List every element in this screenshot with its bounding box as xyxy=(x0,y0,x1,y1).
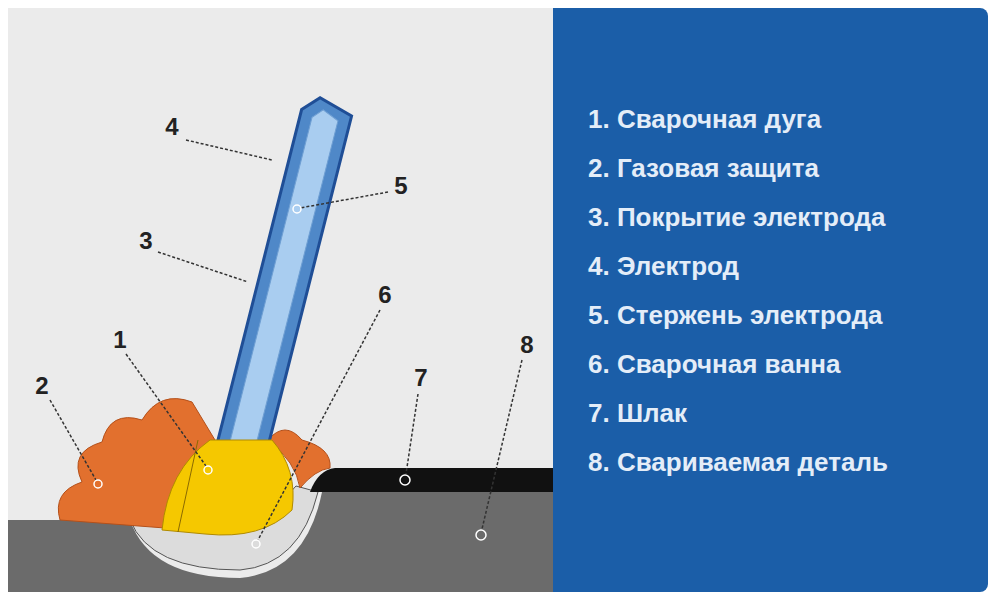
right-panel-edge xyxy=(553,8,573,592)
callout-number: 5 xyxy=(394,174,407,198)
callout-number: 1 xyxy=(113,328,126,352)
leader-line xyxy=(258,310,380,540)
legend-item: 7. Шлак xyxy=(588,400,687,426)
leader-line xyxy=(50,400,96,480)
leader-dot xyxy=(94,480,102,488)
leader-line xyxy=(126,354,206,466)
legend-item: 2. Газовая защита xyxy=(588,155,819,181)
leader-dot xyxy=(293,205,301,213)
leader-line xyxy=(186,140,272,160)
welding-arc xyxy=(162,440,293,535)
legend-item: 1. Сварочная дуга xyxy=(588,106,821,132)
leader-dot xyxy=(204,466,212,474)
callout-number: 4 xyxy=(165,115,178,139)
callout-number: 7 xyxy=(414,366,427,390)
legend-item: 3. Покрытие электрода xyxy=(588,204,885,230)
right-panel xyxy=(553,8,988,592)
legend-item: 6. Сварочная ванна xyxy=(588,351,841,377)
callout-number: 8 xyxy=(520,333,533,357)
leader-dot xyxy=(252,540,260,548)
leader-dot xyxy=(476,530,486,540)
callout-number: 6 xyxy=(378,283,391,307)
arc-edge xyxy=(178,440,198,532)
leader-line xyxy=(406,394,418,474)
leader-line xyxy=(158,252,248,282)
legend-item: 5. Стержень электрода xyxy=(588,302,882,328)
legend-item: 8. Свариваемая деталь xyxy=(588,449,888,475)
leader-dot xyxy=(400,475,410,485)
callout-number: 2 xyxy=(35,374,48,398)
leader-line xyxy=(300,192,388,208)
leader-lines xyxy=(50,140,522,540)
electrode-core xyxy=(229,108,339,451)
leader-line xyxy=(482,360,522,529)
slag xyxy=(310,468,553,492)
callout-number: 3 xyxy=(139,229,152,253)
leader-dots xyxy=(94,205,486,548)
left-panel xyxy=(8,8,556,592)
legend-item: 4. Электрод xyxy=(588,253,739,279)
